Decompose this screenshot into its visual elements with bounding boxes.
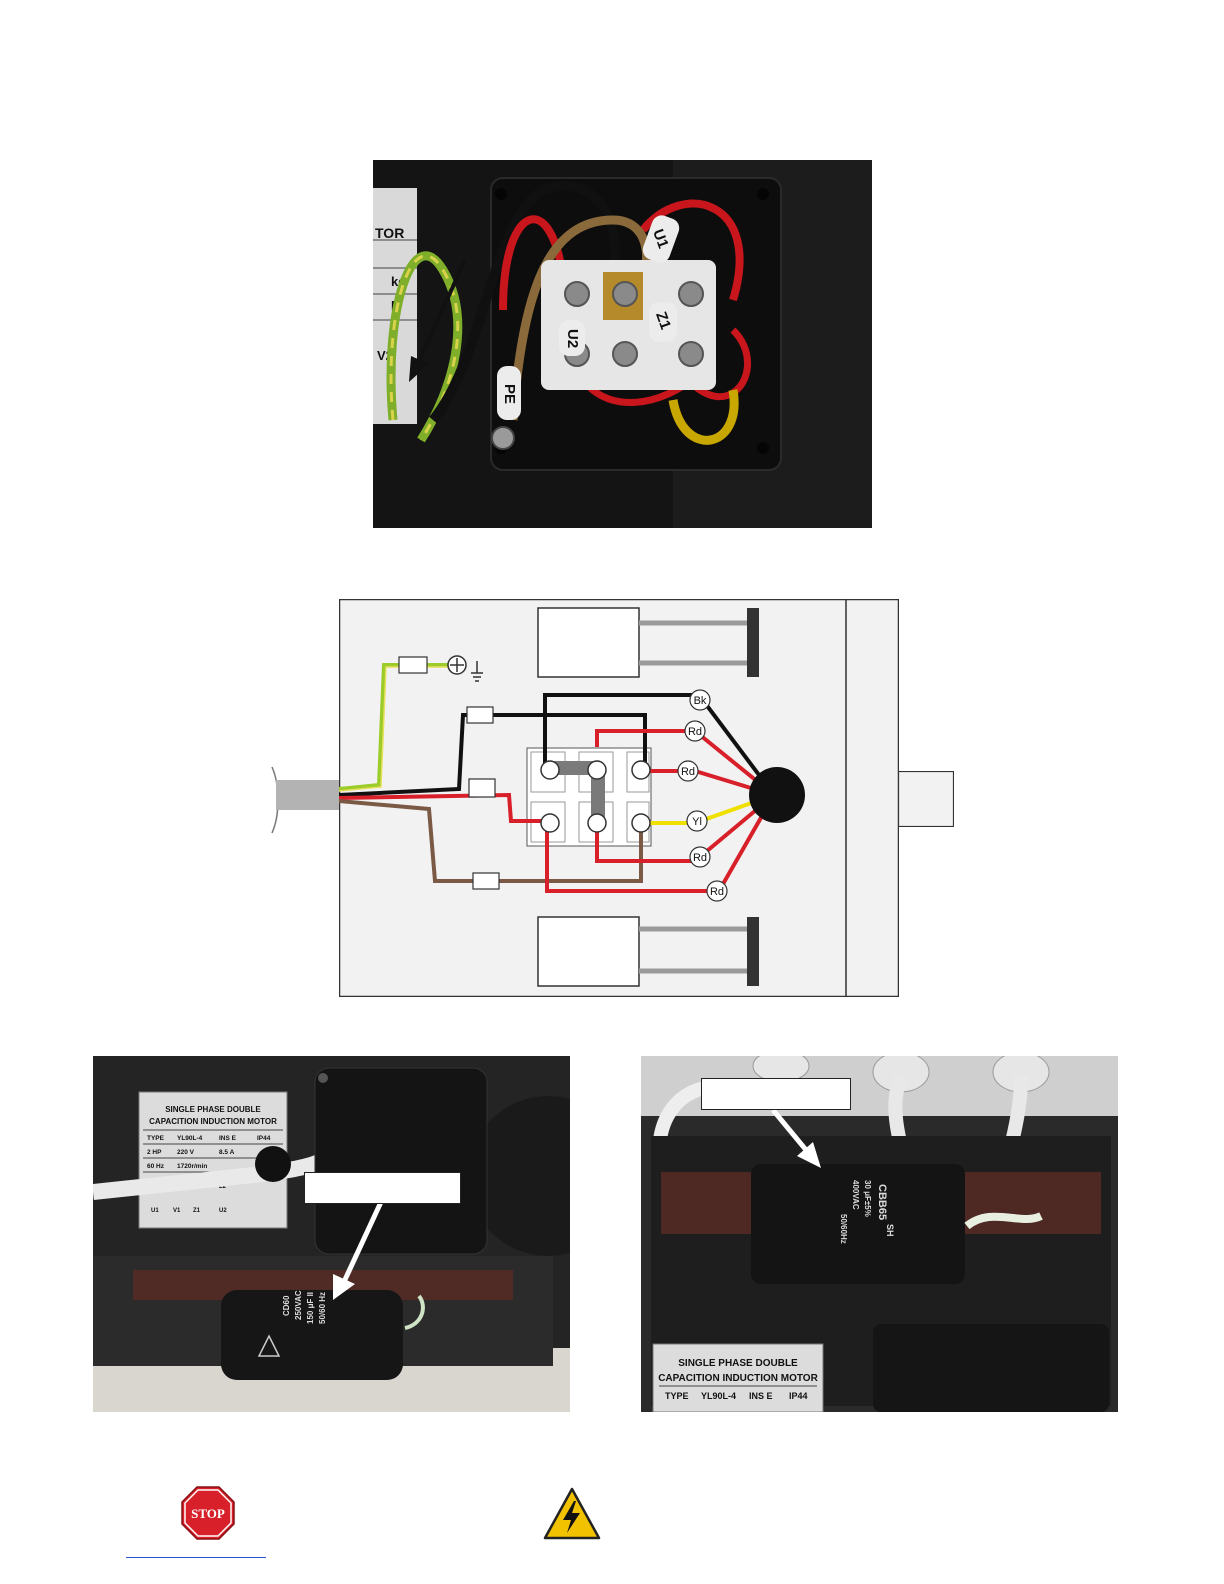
svg-text:CD60: CD60 [282,1295,291,1316]
power-cable [270,765,350,835]
start-capacitor: CD60 250VAC 150 μF II 50/60 Hz [221,1290,425,1380]
svg-text:Rd: Rd [693,852,707,864]
svg-text:SH: SH [885,1224,895,1237]
svg-text:CAPACITION INDUCTION MOTOR: CAPACITION INDUCTION MOTOR [658,1373,818,1384]
wiring-diagram: Bk Rd Rd Yl Rd Rd [338,598,900,998]
svg-text:U2: U2 [219,1208,227,1214]
svg-text:YL90L-4: YL90L-4 [701,1391,736,1401]
plate-fragment-text: TOR [375,225,404,241]
svg-text:50/60 Hz: 50/60 Hz [318,1292,327,1324]
svg-text:150 μF II: 150 μF II [306,1292,315,1324]
svg-text:Yl: Yl [692,816,702,828]
capacitor-bottom [537,916,759,987]
svg-text:INS E: INS E [219,1135,237,1142]
callout-label-box [701,1078,851,1110]
ground-symbol [471,661,483,682]
motor-shaft [897,770,955,828]
svg-text:SINGLE PHASE DOUBLE: SINGLE PHASE DOUBLE [165,1105,261,1114]
svg-text:U1: U1 [151,1208,159,1214]
svg-text:Rd: Rd [681,766,695,778]
link-underline[interactable] [126,1557,266,1558]
svg-text:IP44: IP44 [789,1391,808,1401]
svg-text:220 V: 220 V [177,1149,195,1156]
svg-text:Z2: Z2 [219,1184,227,1190]
svg-text:250VAC: 250VAC [294,1290,303,1320]
svg-text:30 μF±5%: 30 μF±5% [863,1180,872,1217]
capacitor-top [537,607,759,678]
svg-text:IP44: IP44 [257,1135,271,1142]
wire-label-yl: Yl [686,810,708,832]
svg-text:60 Hz: 60 Hz [147,1163,165,1170]
wire-tag-u1: U1 [649,227,672,251]
svg-text:Bk: Bk [694,695,707,707]
svg-text:Rd: Rd [688,726,702,738]
svg-text:V1: V1 [173,1208,181,1214]
svg-text:STOP: STOP [191,1506,225,1521]
wire-tag-z1: Z1 [652,310,674,332]
electrical-hazard-warning-icon [543,1487,601,1541]
wire-label-rd-3: Rd [689,846,711,868]
wire-tag-u2: U2 [564,329,581,348]
wire-label-rd-2: Rd [677,760,699,782]
svg-text:CBB65: CBB65 [876,1184,888,1220]
motor-nameplate: SINGLE PHASE DOUBLE CAPACITION INDUCTION… [652,1343,824,1412]
svg-text:YL90L-4: YL90L-4 [177,1135,203,1142]
svg-text:SINGLE PHASE DOUBLE: SINGLE PHASE DOUBLE [678,1358,798,1369]
svg-text:1720r/min: 1720r/min [177,1163,207,1170]
run-capacitor: CBB65 30 μF±5% 400VAC 50/60Hz SH [751,1164,1043,1284]
svg-text:400VAC: 400VAC [851,1180,860,1210]
svg-text:50/60Hz: 50/60Hz [839,1214,848,1244]
wire-label-rd-4: Rd [706,880,728,902]
svg-text:INS E: INS E [749,1391,773,1401]
svg-text:Rd: Rd [710,886,724,898]
svg-text:8.5 A: 8.5 A [219,1149,235,1156]
capacitor-location-photo-right: CBB65 30 μF±5% 400VAC 50/60Hz SH SINGLE … [641,1056,1118,1412]
wire-label-bk: Bk [689,689,711,711]
svg-text:TYPE: TYPE [665,1391,689,1401]
wire-tag-pe: PE [501,384,518,404]
callout-label-box [304,1172,461,1204]
svg-text:CAPACITION INDUCTION MOTOR: CAPACITION INDUCTION MOTOR [149,1117,277,1126]
stop-icon: STOP [181,1486,235,1540]
svg-text:Z1: Z1 [193,1208,201,1214]
svg-text:TYPE: TYPE [147,1135,165,1142]
junction-box-photo: TOR kg F V2 U1 Z1 U2 PE [373,160,872,528]
capacitor-location-photo-left: SINGLE PHASE DOUBLE CAPACITION INDUCTION… [93,1056,570,1412]
svg-text:2 HP: 2 HP [147,1149,162,1156]
wire-label-rd-1: Rd [684,720,706,742]
